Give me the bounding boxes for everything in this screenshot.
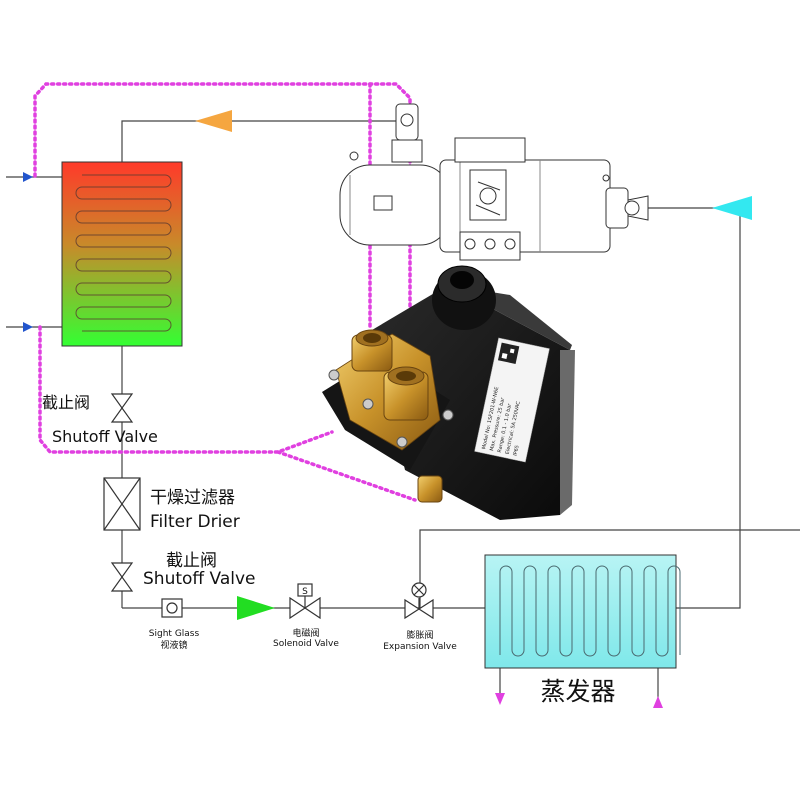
shutoff-valve-2-label-en: Shutoff Valve [143, 569, 256, 589]
sight-glass-label-en: Sight Glass [149, 629, 200, 639]
solenoid-valve-label-cn: 电磁阀 [292, 627, 319, 639]
shutoff-valve-1-label-cn: 截止阀 [42, 393, 90, 412]
evaporator-label-cn: 蒸发器 [540, 677, 615, 706]
solenoid-symbol-letter: S [302, 587, 308, 597]
labels: 截止阀 Shutoff Valve 干燥过滤器 Filter Drier 截止阀… [42, 393, 616, 706]
evaporator-inlet-arrow-right [653, 696, 663, 708]
expansion-valve-symbol [404, 582, 434, 620]
shutoff-valve-2-label-cn: 截止阀 [166, 551, 217, 571]
evaporator [484, 554, 681, 669]
sight-glass-label-cn: 视液镜 [160, 639, 187, 651]
filter-drier-label-cn: 干燥过滤器 [150, 488, 235, 508]
shutoff-valve-1-symbol [110, 393, 134, 423]
solenoid-valve-symbol [289, 583, 321, 620]
filter-drier-symbol [103, 477, 141, 531]
nameplate-line-5: IP65 [513, 445, 521, 457]
expansion-valve-label-en: Expansion Valve [383, 642, 457, 652]
discharge-flow-arrow [195, 110, 232, 132]
condenser [61, 161, 183, 347]
differential-pressure-switch: Model No: 1SF201-W-N6E Max. Pressure: 25… [322, 265, 575, 520]
expansion-valve-label-cn: 膨胀阀 [406, 629, 433, 641]
switch-nameplate: Model No: 1SF201-W-N6E Max. Pressure: 25… [474, 337, 550, 463]
shutoff-valve-1-label-en: Shutoff Valve [52, 427, 158, 446]
shutoff-valve-2-symbol [110, 562, 134, 592]
sight-glass-symbol [161, 598, 183, 618]
solenoid-valve-label-en: Solenoid Valve [273, 639, 339, 649]
condenser-inlet-arrow-top [23, 172, 33, 182]
evaporator-inlet-arrow-left [495, 693, 505, 705]
filter-drier-label-en: Filter Drier [150, 512, 240, 532]
condenser-inlet-arrow-bottom [23, 322, 33, 332]
liquid-flow-arrow [237, 596, 275, 620]
compressor [339, 103, 649, 261]
suction-flow-arrow [712, 196, 752, 220]
